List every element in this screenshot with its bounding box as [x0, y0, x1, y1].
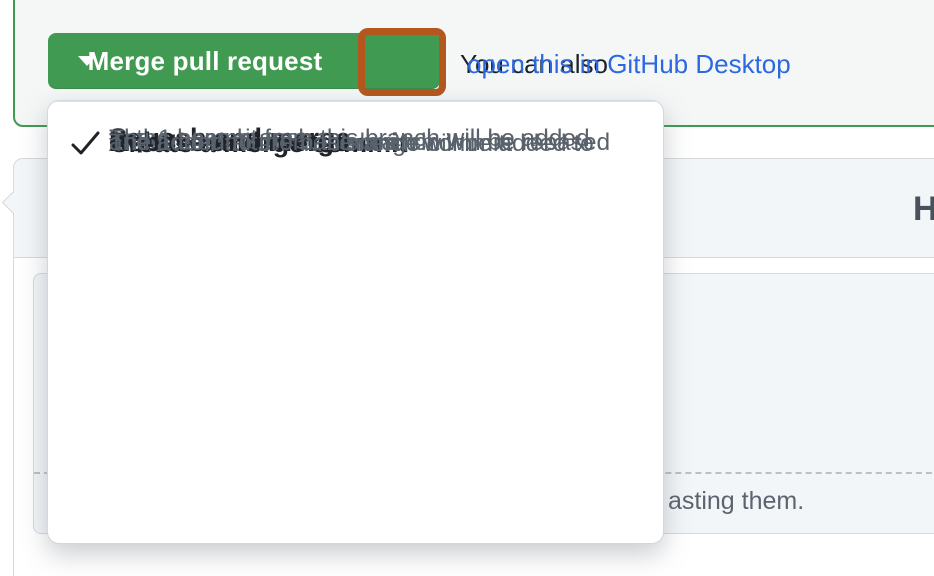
menu-item-description: the base branch via a merge commit. — [109, 130, 513, 157]
attach-files-hint: asting them. — [668, 487, 805, 515]
merge-pull-request-button[interactable]: Merge pull request — [87, 45, 323, 76]
check-icon — [70, 129, 102, 159]
menu-item-rebase-and-merge[interactable]: Rebase and merge The 1 commit from this … — [48, 101, 663, 246]
menu-item-description: The 1 commit from this branch will be re… — [109, 129, 611, 156]
menu-item-description: and added to the base branch. — [109, 129, 442, 156]
menu-item-title: Rebase and merge — [109, 127, 350, 157]
menu-item-title: Create a merge commit — [109, 128, 408, 158]
open-in-github-desktop-link[interactable]: open this in GitHub Desktop — [467, 48, 791, 79]
merge-options-menu: Create a merge commit All commits from t… — [47, 100, 664, 544]
merge-button-group: Merge pull request — [48, 33, 440, 89]
annotation-highlight — [358, 28, 446, 96]
menu-item-description: to the base branch. — [109, 125, 319, 152]
caret-down-icon — [78, 56, 96, 66]
menu-item-squash-and-merge[interactable]: Squash and merge The 1 commit from this … — [48, 101, 663, 245]
menu-item-create-merge-commit[interactable]: Create a merge commit All commits from t… — [48, 101, 663, 256]
desktop-hint-text: You can also — [460, 48, 608, 79]
menu-item-title: Squash and merge — [109, 123, 351, 153]
heading-icon[interactable]: H — [913, 190, 934, 228]
merge-options-caret-button[interactable] — [48, 33, 126, 89]
menu-item-description: All commits from this branch will be add… — [109, 130, 594, 157]
menu-item-description: The 1 commit from this branch will be ad… — [109, 125, 590, 152]
